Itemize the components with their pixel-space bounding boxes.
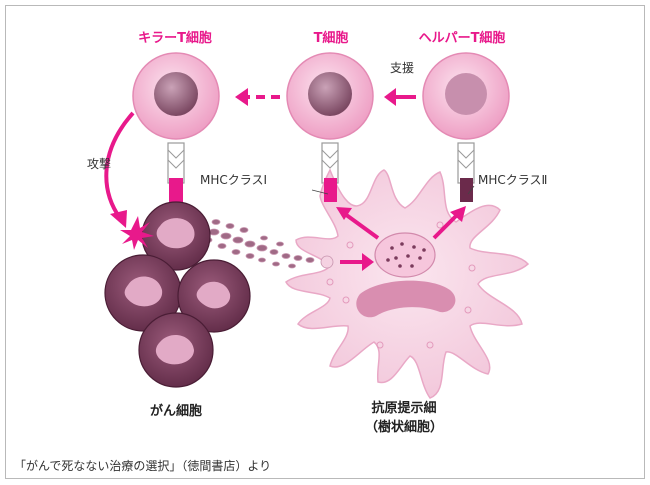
killer-t-cell [132,52,220,202]
dendritic-cell [285,168,530,399]
helper-t-nucleus [445,73,487,115]
t-cell-nucleus [308,72,352,116]
killer-t-cell-label: キラーT細胞 [138,30,212,46]
arrow-t-to-killer [235,88,280,106]
mhc2-receptor [460,178,473,202]
arrow-into-dendritic [340,253,374,271]
dendritic-label: （樹状細胞） [365,419,443,435]
killer-t-receptor [169,178,183,202]
arrow-to-mhc1 [336,207,380,240]
arrow-helper-to-t [384,88,416,106]
mhc-class-1-label: MHCクラスⅠ [200,173,267,187]
cancer-cell-label: がん細胞 [150,403,202,419]
attack-label: 攻撃 [87,156,111,171]
dendritic-nucleus [374,232,436,278]
apc-label: 抗原提示細 [371,400,436,416]
arrow-to-mhc2 [432,206,466,240]
attack-arrow [104,111,135,228]
cancer-cells [104,201,251,388]
t-cell-label: T細胞 [314,30,349,46]
t-cell [286,52,374,184]
source-caption: 「がんで死なない治療の選択」（徳間書店）より [14,458,271,473]
mhc1-receptor [324,178,337,202]
attack-burst-icon [120,216,154,250]
helper-t-cell-label: ヘルパーT細胞 [419,30,506,46]
helper-t-cell [422,52,510,184]
organelle [356,280,456,318]
mhc-class-2-label: MHCクラスⅡ [478,173,547,187]
support-label: 支援 [390,61,414,75]
killer-t-nucleus [154,72,198,116]
